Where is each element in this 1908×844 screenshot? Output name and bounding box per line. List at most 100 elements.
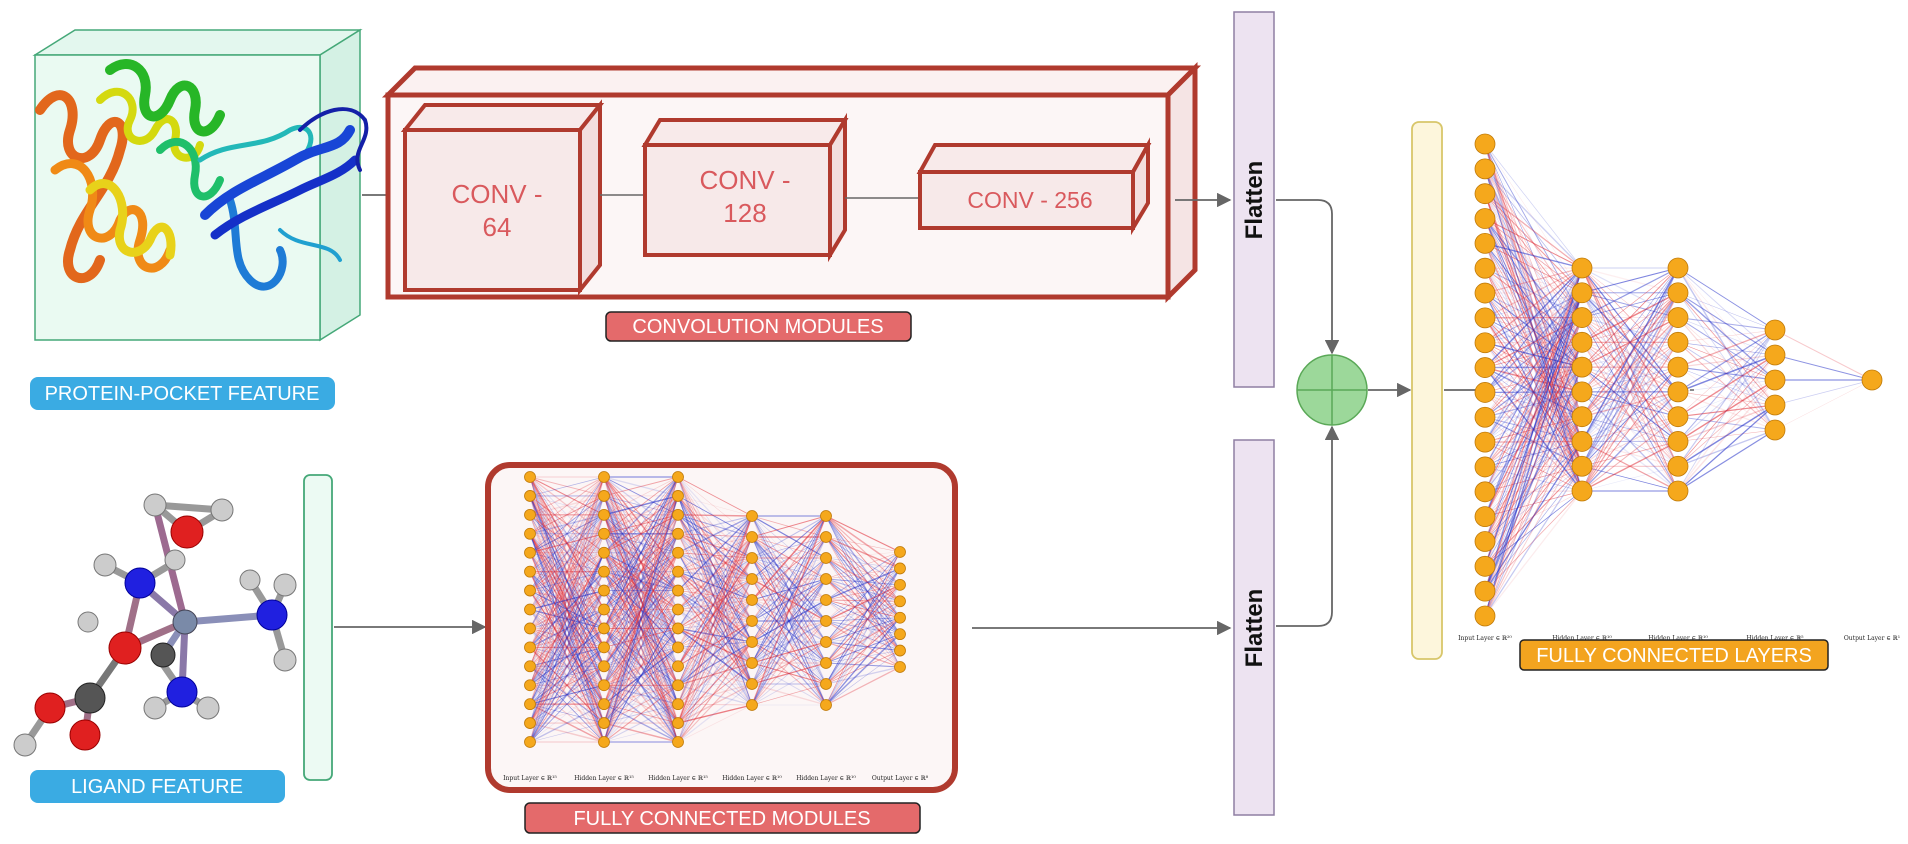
fc-layers-edge [1677,329,1776,393]
fc-module-edge [825,557,901,619]
fc-module-edge [603,684,679,743]
fc-module-edge [677,533,753,580]
fc-module-neuron [746,552,758,564]
fc-module-edge [677,683,753,743]
fc-module-edge [751,515,827,601]
fc-layers-edge [1484,292,1583,517]
fc-module-edge [529,476,605,554]
fc-layers-edge [1484,267,1583,344]
fc-module-edge [677,552,753,601]
fc-module-edge [529,476,605,516]
fc-module-edge [529,703,605,743]
fc-module-edge [825,633,901,643]
fc-layers-neuron [1764,419,1786,441]
fc-module-edge [677,476,753,538]
fc-module-edge [529,533,605,573]
fc-layers-edge [1677,354,1776,393]
fc-layers-edge [1581,267,1679,294]
fc-module-edge [825,620,901,652]
fc-layers-edge [1581,317,1679,418]
fc-layers-neuron [1571,356,1593,378]
fc-module-edge [751,641,827,706]
fc-module-edge [677,514,753,706]
fc-module-edge [603,552,679,648]
fc-module-edge [529,552,605,686]
fc-module-edge [677,495,753,622]
fc-module-edge [677,536,753,743]
fc-layers-neuron [1474,282,1496,304]
fc-module-edge [677,599,753,724]
fc-module-edge [603,476,679,743]
fc-layers-neuron [1474,481,1496,503]
fc-module-neuron [672,584,684,597]
fc-module-neuron [746,573,758,585]
fc-module-neuron [820,573,832,585]
fc-module-neuron [820,699,832,711]
fc-module-edge [603,476,679,724]
fc-module-edge [529,628,605,743]
fc-module-edge [677,515,753,705]
fc-layers-neuron [1474,555,1496,577]
fully-connected-modules-text: FULLY CONNECTED MODULES [573,808,870,830]
fc-module-edge [677,515,753,724]
fc-layers-edge [1581,267,1679,393]
fc-module-edge [529,533,605,648]
fc-module-edge [603,476,679,686]
fc-layers-edge [1677,292,1776,356]
fc-module-edge [751,662,827,685]
fc-module-edge [677,552,753,664]
fc-module-edge [677,557,753,573]
fc-module-edge [677,515,753,554]
fc-module-neuron [894,644,906,657]
fc-module-edge [677,590,753,685]
fc-module-edge [677,536,753,667]
convolution-modules-text: CONVOLUTION MODULES [632,316,883,338]
fc-layers-edge [1581,366,1679,418]
fc-layers-edge [1581,317,1679,492]
fc-layers-edge [1677,329,1776,467]
fc-module-edge [603,533,679,648]
fc-module-edge [529,495,605,724]
fc-module-neuron [598,679,610,692]
fc-layers-neuron [1474,357,1496,378]
fc-layers-neuron [1571,307,1593,328]
fc-module-edge [529,533,605,686]
fc-layers-edges [1484,143,1873,617]
fc-module-edge [677,571,753,664]
fc-module-edge [603,609,679,724]
fc-module-edge [529,495,605,667]
fully-connected-modules-label: FULLY CONNECTED MODULES [524,802,921,834]
fc-module-edge [603,609,679,705]
fc-layers-edge [1677,379,1776,467]
fc-module-edge [677,552,753,643]
fc-module-edge [529,722,605,743]
fc-module-edge [603,552,679,705]
fc-module-edge [825,536,901,553]
fc-module-layer-label: Hidden Layer ∈ ℝ¹⁰ [796,775,856,782]
fc-module-edge [603,476,679,535]
fc-module-neuron [820,594,832,606]
fc-module-edge [677,571,753,643]
fc-module-edge [825,617,901,622]
fc-module-edge [677,515,753,535]
fc-module-edge [529,495,605,516]
fc-layers-edge [1484,317,1583,393]
fc-module-edge [677,552,753,685]
fc-module-neuron [894,546,906,558]
fc-module-edge [825,617,901,706]
fc-module-edge [825,617,901,664]
fc-module-edge [751,515,827,706]
fc-layers-edge [1484,366,1583,592]
fc-layers-neuron [1571,455,1593,477]
fc-layers-neuron [1667,406,1689,428]
fc-layers-edge [1581,341,1679,393]
fc-layers-neuron [1667,356,1689,378]
fc-layers-edge [1677,317,1776,356]
flatten-bottom: Flatten [1233,439,1275,816]
fc-module-neuron [894,595,906,608]
fc-layers-neuron [1571,480,1593,502]
fc-module-edge [825,578,901,619]
fc-module-layer-label: Input Layer ∈ ℝ¹⁵ [503,775,557,782]
fc-layers-edge [1484,243,1583,318]
